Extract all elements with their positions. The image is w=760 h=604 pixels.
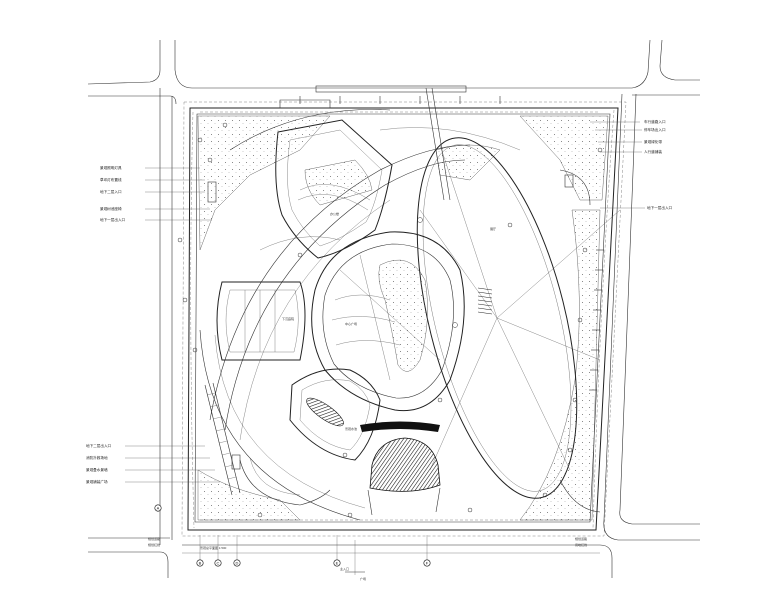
label-water-pool: 景观水池: [345, 426, 357, 431]
callout-left-8: 景观叠水景墙: [86, 467, 108, 472]
label-bl-2: 规划红线: [148, 542, 160, 547]
axis-markers: A B C D E F: [154, 504, 431, 575]
callout-left-4: 景观树池座椅: [100, 206, 122, 211]
label-central-plaza: 中心广场: [345, 321, 357, 326]
label-bl-1: 规划道路: [148, 536, 160, 541]
top-entrance: [279, 85, 467, 201]
site-boundary: [181, 101, 627, 537]
upper-building: [275, 119, 393, 259]
axis-marker-e: E: [336, 561, 339, 566]
callout-left-1: 景观照明灯具: [100, 165, 122, 170]
right-callouts: 车行道路入口 停车场出入口 景观绿化带 人行道铺装 地下一层出入口: [590, 119, 673, 210]
axis-marker-d: D: [236, 561, 239, 566]
lower-building: [289, 368, 381, 461]
street-lines: [87, 39, 700, 578]
callout-left-5: 地下一层出入口: [100, 217, 126, 222]
interior-labels: 展厅 中心广场 景观水池 下沉庭院 办公楼: [282, 211, 496, 431]
axis-marker-b: B: [199, 561, 202, 566]
left-callouts: 景观照明灯具 草坪灯布置线 地下二层入口 景观树池座椅 地下一层出入口 地下二层…: [86, 165, 220, 484]
label-office: 办公楼: [330, 211, 339, 216]
label-hall: 展厅: [490, 226, 496, 231]
callout-right-4: 人行道铺装: [644, 149, 662, 154]
contoured-mound: [360, 421, 441, 516]
drawing-title-note: 景观总平面图 1:500: [200, 545, 227, 550]
callout-right-1: 车行道路入口: [644, 119, 666, 124]
driveway-curves: [239, 169, 601, 513]
axis-marker-a: A: [157, 506, 160, 511]
axis-marker-c: C: [217, 561, 220, 566]
label-br-2: 用地红线: [575, 542, 587, 547]
oval-exhibition-hall: [416, 137, 621, 499]
callout-left-2: 草坪灯布置线: [100, 177, 122, 182]
callout-left-6: 地下二层出入口: [86, 443, 112, 448]
left-building: [216, 281, 306, 361]
road-ticks: [299, 96, 604, 391]
callout-left-9: 景观铺装广场: [86, 479, 108, 484]
callout-right-3: 景观绿化带: [644, 139, 662, 144]
label-br-1: 规划道路: [575, 536, 587, 541]
label-bc-2: 广场: [360, 576, 366, 581]
label-sunken-court: 下沉庭院: [282, 316, 294, 321]
callout-left-7: 消防扑救场地: [86, 455, 108, 460]
tree-markers: [177, 122, 603, 518]
callout-left-3: 地下二层入口: [100, 189, 122, 194]
label-bc-1: 主入口: [340, 566, 349, 571]
axis-marker-f: F: [426, 561, 429, 566]
diagonal-ramp: [204, 181, 241, 496]
callout-right-2: 停车场出入口: [644, 127, 666, 132]
dashed-guides: [190, 109, 615, 529]
oval-stair: [477, 287, 493, 315]
central-plaza: [311, 231, 465, 412]
callout-right-5: 地下一层出入口: [647, 205, 673, 210]
bottom-labels: 规划道路 规划红线 规划道路 用地红线 主入口 广场 景观总平面图 1:500: [148, 536, 587, 581]
